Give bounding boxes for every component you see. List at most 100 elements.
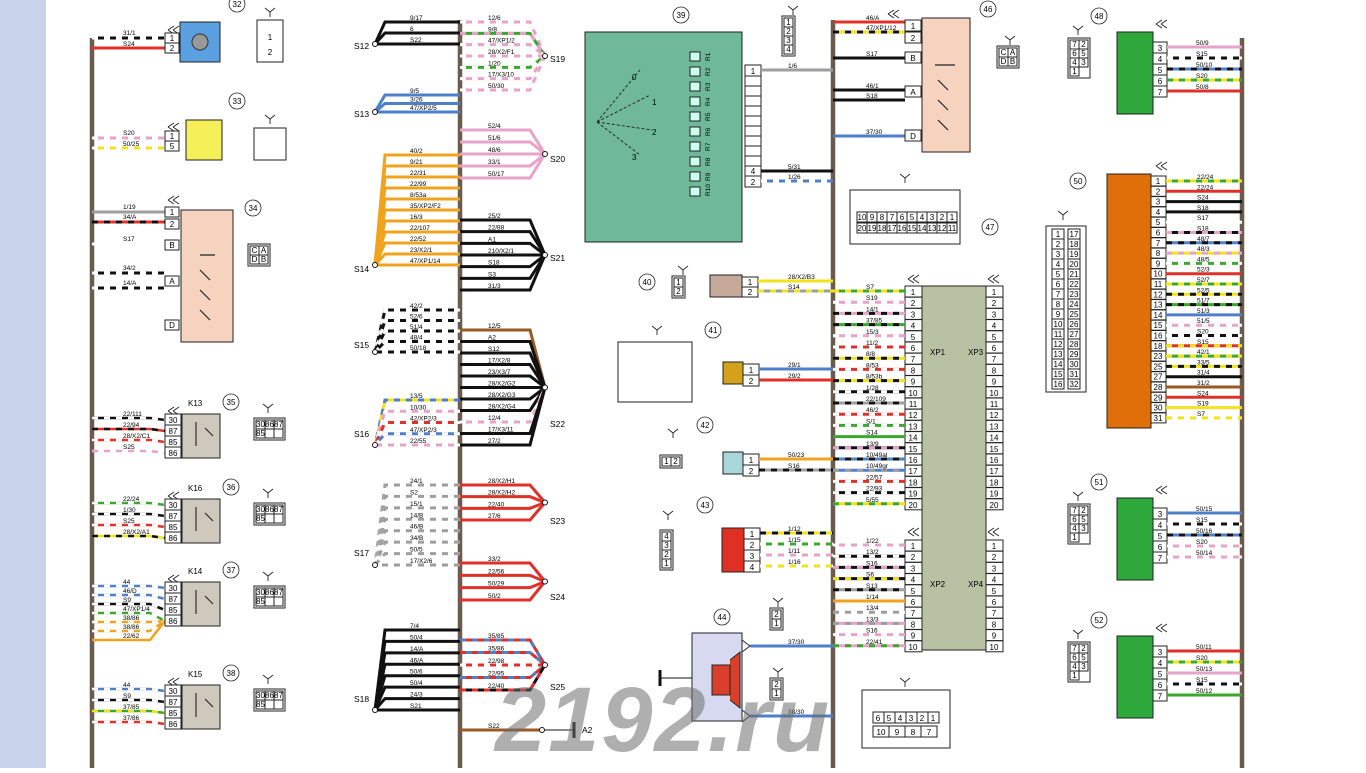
connector-48-pin-label: 7 bbox=[1072, 40, 1077, 49]
pin-label: 11 bbox=[990, 400, 999, 409]
pin-label: 28 bbox=[1154, 383, 1163, 392]
pin-label: 8 bbox=[911, 620, 916, 629]
wire-S14-10 bbox=[373, 252, 460, 267]
pin-label: 4 bbox=[1158, 55, 1163, 64]
pin-label: 27 bbox=[1154, 373, 1163, 382]
wire-label-32-1: 31/1 bbox=[123, 30, 136, 37]
pin-label: 4 bbox=[1056, 260, 1061, 269]
pin-label: 2 bbox=[268, 48, 273, 57]
wire-label-S15-4: 48/4 bbox=[410, 335, 423, 342]
pin-label: A bbox=[910, 88, 916, 97]
pin-label: 87 bbox=[169, 512, 178, 521]
pin-label: 4 bbox=[1158, 521, 1163, 530]
connector-fork-icon bbox=[662, 510, 674, 520]
pin-label: 10 bbox=[909, 389, 918, 398]
resistor-label: R3 bbox=[705, 82, 712, 91]
wire-S19-3 bbox=[460, 43, 546, 58]
wire-label-51-4: S15 bbox=[1196, 517, 1208, 524]
relay-connector-36-cell bbox=[273, 513, 284, 524]
wire-label-34-1: 1/19 bbox=[123, 204, 136, 211]
pin-label: 2 bbox=[749, 467, 754, 476]
pin-label: 3 bbox=[911, 310, 916, 319]
wire-label-S18-3: 14/A bbox=[410, 646, 424, 653]
resistor-label: R5 bbox=[705, 112, 712, 121]
wire-S24-4 bbox=[460, 580, 547, 602]
connector-arrow-icon bbox=[907, 274, 920, 284]
connector-40-pin-label: 2 bbox=[676, 287, 681, 296]
wire-label-S12-3: S22 bbox=[410, 37, 422, 44]
pin-label: 10 bbox=[1154, 270, 1163, 279]
connector-arrow-icon bbox=[987, 527, 1000, 537]
component-number-47: 47 bbox=[986, 223, 995, 232]
wire-label-47-xp2-4: S6 bbox=[866, 572, 874, 579]
wire-label-32-2: S24 bbox=[123, 41, 135, 48]
resistor-label: R6 bbox=[705, 127, 712, 136]
wire-label-S17-4: 14/B bbox=[410, 512, 423, 519]
pin-label: 1 bbox=[170, 132, 175, 141]
wire-S21-2 bbox=[460, 230, 547, 256]
pin-label: 5 bbox=[887, 714, 892, 723]
pin-label: 5 bbox=[1158, 66, 1163, 75]
connector-51-pin-label: 4 bbox=[1072, 524, 1077, 533]
resistor-label: R10 bbox=[705, 184, 712, 196]
wire-label-A2: S22 bbox=[488, 723, 500, 730]
wire-label-S16-1: 13/5 bbox=[410, 393, 423, 400]
wire-S22-7 bbox=[460, 386, 546, 401]
pin-label: 1 bbox=[992, 288, 997, 297]
splice-node bbox=[372, 262, 378, 268]
relay-coil-icon bbox=[195, 507, 214, 531]
wire-label-S21-5: S18 bbox=[488, 260, 500, 267]
wire-36-4 bbox=[92, 534, 166, 540]
relay-body-34 bbox=[180, 209, 234, 343]
pin-label: 4 bbox=[992, 322, 997, 331]
pin-label: 7 bbox=[1056, 290, 1061, 299]
pin-label: 3 bbox=[1158, 648, 1163, 657]
wire-label-S23-3: 22/40 bbox=[488, 501, 505, 508]
wire-label-46-3: S17 bbox=[866, 51, 878, 58]
relay-connector-35-cell bbox=[264, 428, 275, 439]
wire-label-S20-5: 50/17 bbox=[488, 171, 505, 178]
wire-label-36-3: S25 bbox=[123, 518, 135, 525]
wire-label-47-xp1-9: 8/53b bbox=[866, 374, 883, 381]
pin-box bbox=[904, 31, 922, 44]
wire-label-40-2: S14 bbox=[788, 284, 800, 291]
connector-48-pin-label: 1 bbox=[1072, 67, 1077, 76]
wire-label-40-1: 28/X2/B3 bbox=[788, 274, 815, 281]
wire-37-4 bbox=[92, 611, 166, 623]
pin-label: 2 bbox=[992, 299, 997, 308]
wire-label-47-xp1-17: 10/49gr bbox=[866, 463, 889, 470]
wire-label-S20-2: 51/6 bbox=[488, 135, 501, 142]
component-number-50: 50 bbox=[1074, 177, 1083, 186]
pin-label: 11 bbox=[1054, 330, 1063, 339]
pin-box bbox=[985, 498, 1004, 511]
pin-label: 5 bbox=[1056, 270, 1061, 279]
pin-label: 85 bbox=[169, 523, 178, 532]
pin-label: B bbox=[169, 241, 174, 250]
wire-label-S21-2: 22/88 bbox=[488, 225, 505, 232]
wire-label-48-5: 50/10 bbox=[1196, 62, 1213, 69]
pin-label: 5 bbox=[1156, 218, 1161, 227]
resistor-label: R1 bbox=[705, 52, 712, 61]
pin-label: 86 bbox=[169, 449, 178, 458]
wire-label-39-1: 1/6 bbox=[788, 63, 797, 70]
wire-38-4 bbox=[92, 720, 166, 726]
connector-52-pin-label: 3 bbox=[1081, 662, 1086, 671]
wire-label-S24-4: 50/2 bbox=[488, 593, 501, 600]
wire-label-47-xp2-1: 1/22 bbox=[866, 538, 879, 545]
pin-label: 12 bbox=[990, 411, 999, 420]
connector-fork-icon bbox=[262, 403, 274, 413]
pin-label: 7 bbox=[911, 355, 916, 364]
pin-label: 1 bbox=[911, 288, 916, 297]
wire-label-36-1: 22/24 bbox=[123, 496, 140, 503]
wire-label-35-1: 22/111 bbox=[123, 411, 142, 418]
component-number-44-circle bbox=[713, 608, 731, 626]
pin-label: 1 bbox=[911, 22, 916, 31]
wire-label-S17-6: 34/B bbox=[410, 535, 423, 542]
wire-35-3 bbox=[92, 438, 166, 444]
wire-label-S21-7: 31/3 bbox=[488, 283, 501, 290]
pin-label: 2 bbox=[749, 377, 754, 386]
